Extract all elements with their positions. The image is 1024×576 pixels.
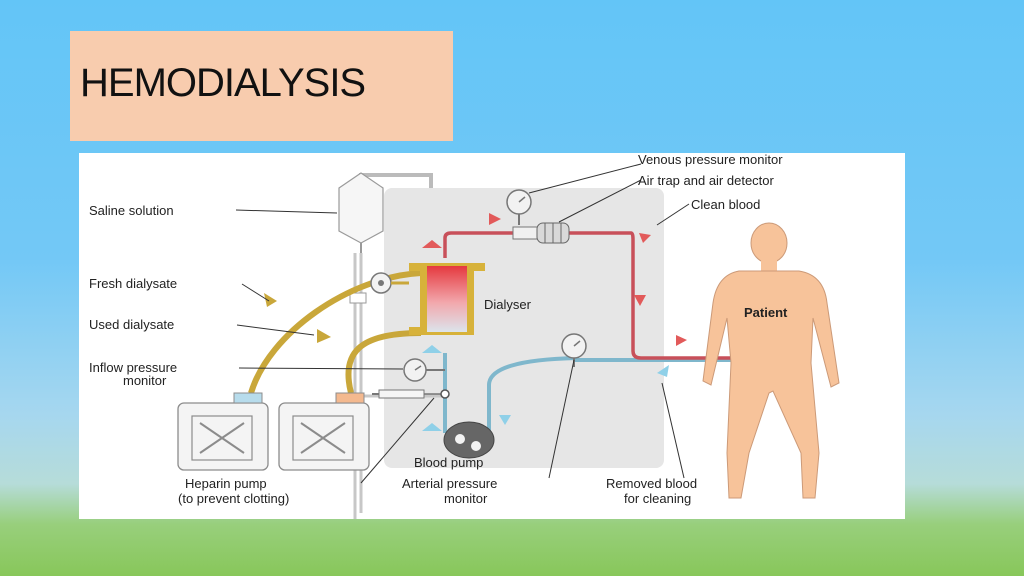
label-blood-pump: Blood pump: [414, 455, 483, 470]
label-removed-line2: for cleaning: [624, 491, 691, 506]
arrow-clean-3: [639, 233, 651, 243]
label-air-trap: Air trap and air detector: [638, 173, 775, 188]
label-inflow-line1: Inflow pressure: [89, 360, 177, 375]
leader-lines: [235, 163, 690, 484]
arterial-pressure-gauge: [561, 333, 587, 367]
label-fresh-dialysate: Fresh dialysate: [89, 276, 177, 291]
inflow-pressure-gauge: [403, 358, 445, 382]
used-dialysate-canister: [278, 392, 370, 471]
patient-figure: [702, 222, 840, 499]
arrow-clean-1: [422, 240, 442, 248]
label-heparin-line2: (to prevent clotting): [178, 491, 289, 506]
label-saline-solution: Saline solution: [89, 203, 174, 218]
label-dialyser: Dialyser: [484, 297, 532, 312]
used-dialysate-tube: [345, 330, 422, 394]
clean-blood-line: [443, 231, 769, 360]
title-box: HEMODIALYSIS: [70, 31, 453, 141]
arrow-clean-2: [489, 213, 501, 225]
arrow-dialysate-2: [317, 329, 331, 343]
diagram-svg: Saline solution Fresh dialysate Used dia…: [89, 153, 840, 519]
fresh-dialysate-canister: [177, 392, 269, 471]
heparin-syringe: [372, 389, 450, 399]
label-arterial-line1: Arterial pressure: [402, 476, 497, 491]
machine-panel: [384, 188, 664, 468]
label-venous-pressure-monitor: Venous pressure monitor: [638, 153, 783, 167]
label-arterial-line2: monitor: [444, 491, 488, 506]
saline-bag: [338, 172, 384, 244]
arrow-removed-4: [657, 365, 669, 377]
hemodialysis-diagram: Saline solution Fresh dialysate Used dia…: [79, 153, 905, 519]
label-inflow-line2: monitor: [123, 373, 167, 388]
label-used-dialysate: Used dialysate: [89, 317, 174, 332]
slide-title: HEMODIALYSIS: [80, 61, 366, 105]
dialyser: [409, 263, 485, 335]
dialysate-gauge: [370, 272, 409, 294]
arrow-removed-2: [422, 423, 442, 431]
label-patient: Patient: [744, 305, 788, 320]
label-removed-line1: Removed blood: [606, 476, 697, 491]
fresh-dialysate-tube: [248, 270, 422, 394]
arrow-clean-5: [676, 335, 687, 346]
blood-pump: [443, 421, 495, 459]
label-heparin-line1: Heparin pump: [185, 476, 267, 491]
label-clean-blood: Clean blood: [691, 197, 760, 212]
air-trap: [512, 222, 570, 244]
arrow-removed-3: [499, 415, 511, 425]
venous-pressure-gauge: [506, 189, 532, 225]
arrow-clean-4: [634, 295, 646, 306]
arrow-dialysate-1: [264, 293, 277, 307]
arrow-removed-1: [422, 345, 442, 353]
